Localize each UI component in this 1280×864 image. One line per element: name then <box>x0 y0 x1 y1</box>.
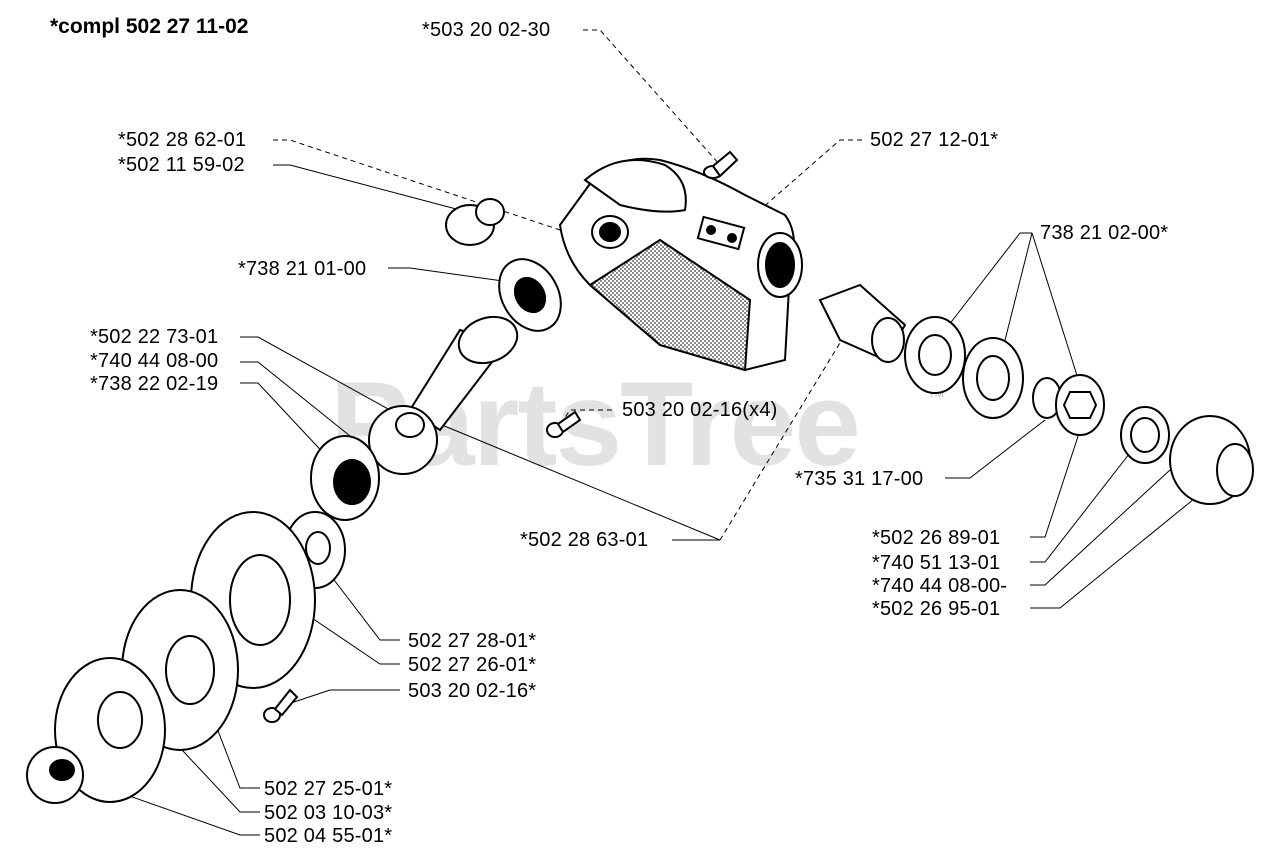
disc-screw <box>263 688 299 723</box>
part-label-502-04-55-01[interactable]: 502 04 55-01* <box>264 825 393 847</box>
housing-screw <box>546 410 582 438</box>
part-label-502-03-10-03[interactable]: 502 03 10-03* <box>264 802 393 824</box>
part-label-503-20-02-30[interactable]: *503 20 02-30 <box>422 19 551 41</box>
part-label-738-22-02-19[interactable]: *738 22 02-19 <box>90 373 219 395</box>
bearing-stack-right <box>818 283 1254 505</box>
part-label-740-44-08-00[interactable]: *740 44 08-00 <box>90 350 219 372</box>
part-label-735-31-17-00[interactable]: *735 31 17-00 <box>795 468 924 490</box>
part-label-502-28-63-01[interactable]: *502 28 63-01 <box>520 529 649 551</box>
part-label-502-26-95-01[interactable]: *502 26 95-01 <box>872 598 1001 620</box>
part-label-502-26-89-01[interactable]: *502 26 89-01 <box>872 527 1001 549</box>
plug <box>445 198 505 246</box>
part-label-740-44-08-00-right[interactable]: *740 44 08-00- <box>872 575 1008 597</box>
leader-lines <box>69 29 1206 836</box>
part-label-503-20-02-16-x4[interactable]: 503 20 02-16(x4) <box>622 399 778 421</box>
part-label-502-27-12-01[interactable]: 502 27 12-01* <box>870 129 999 151</box>
part-label-502-27-26-01[interactable]: 502 27 26-01* <box>408 654 537 676</box>
part-label-502-22-73-01[interactable]: *502 22 73-01 <box>90 326 219 348</box>
top-screw <box>703 150 739 179</box>
assembly-title: *compl 502 27 11-02 <box>50 15 249 38</box>
part-label-740-51-13-01[interactable]: *740 51 13-01 <box>872 552 1001 574</box>
part-label-502-28-62-01[interactable]: *502 28 62-01 <box>118 129 247 151</box>
part-label-738-21-01-00[interactable]: *738 21 01-00 <box>238 258 367 280</box>
gear-housing <box>558 157 803 372</box>
part-label-502-27-25-01[interactable]: 502 27 25-01* <box>264 778 393 800</box>
part-label-503-20-02-16[interactable]: 503 20 02-16* <box>408 680 537 702</box>
clutch-discs <box>26 511 316 804</box>
part-label-502-11-59-02[interactable]: *502 11 59-02 <box>118 154 245 176</box>
part-label-502-27-28-01[interactable]: 502 27 28-01* <box>408 630 537 652</box>
bearing-stack-left <box>284 405 438 589</box>
bevel-gear <box>498 258 562 332</box>
pinion-shaft <box>408 315 519 432</box>
part-label-738-21-02-00[interactable]: 738 21 02-00* <box>1040 222 1169 244</box>
